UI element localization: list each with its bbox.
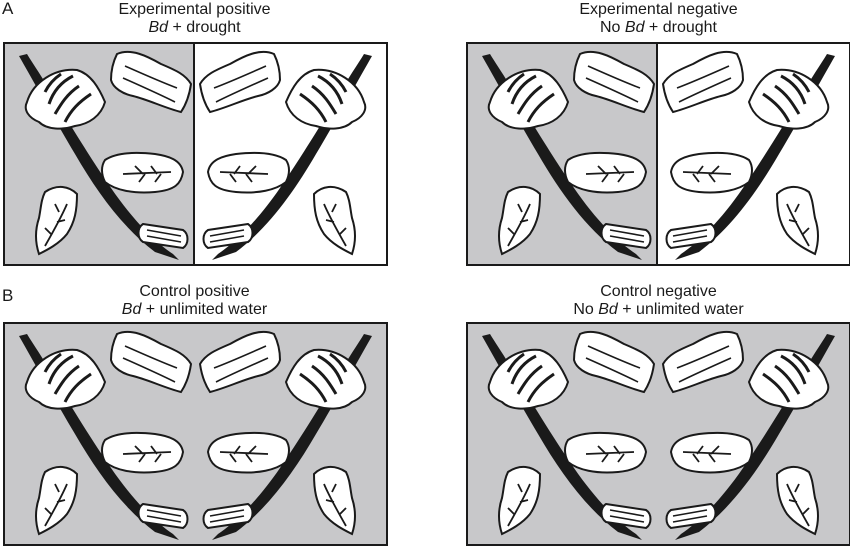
terrarium-illustration [5, 44, 386, 264]
caption-treatment: Bd + unlimited water [121, 301, 268, 318]
caption-title: Experimental negative [579, 1, 738, 18]
terrarium-illustration [468, 324, 849, 544]
terrarium-experimental-negative [466, 42, 850, 266]
terrarium-experimental-positive [3, 42, 388, 266]
caption-title: Control positive [139, 283, 250, 300]
terrarium-illustration [5, 324, 386, 544]
caption-title: Experimental positive [118, 1, 271, 18]
caption-treatment: Bd + drought [148, 19, 241, 36]
terrarium-control-negative [466, 322, 850, 546]
caption-treatment: No Bd + unlimited water [573, 301, 744, 318]
caption-control-negative: Control negative No Bd + unlimited water [466, 283, 850, 319]
panel-group-label-a: A [2, 0, 14, 18]
caption-control-positive: Control positive Bd + unlimited water [2, 283, 387, 319]
caption-title: Control negative [600, 283, 717, 300]
caption-treatment: No Bd + drought [600, 19, 717, 36]
caption-experimental-positive: Experimental positive Bd + drought [2, 1, 387, 37]
terrarium-illustration [468, 44, 849, 264]
terrarium-control-positive [3, 322, 388, 546]
caption-experimental-negative: Experimental negative No Bd + drought [466, 1, 850, 37]
panel-group-label-b: B [2, 286, 14, 305]
